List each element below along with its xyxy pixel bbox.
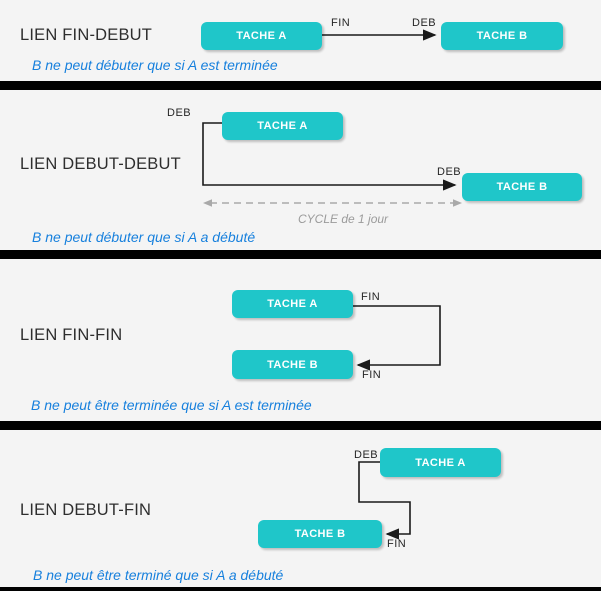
task-b-label: TACHE B <box>496 181 548 193</box>
link-to-label: FIN <box>387 538 407 550</box>
task-b-box: TACHE B <box>441 22 563 50</box>
section-caption: B ne peut être terminée que si A est ter… <box>31 397 312 413</box>
task-a-box: TACHE A <box>201 22 322 50</box>
task-a-box: TACHE A <box>380 448 501 477</box>
section-title-fin-debut: LIEN FIN-DEBUT <box>20 26 153 44</box>
section-title-fin-fin: LIEN FIN-FIN <box>20 326 123 344</box>
link-to-label: DEB <box>437 166 462 178</box>
task-b-box: TACHE B <box>258 520 382 548</box>
task-a-label: TACHE A <box>236 30 287 42</box>
link-from-label: DEB <box>354 449 379 461</box>
task-a-box: TACHE A <box>222 112 343 140</box>
link-to-label: FIN <box>362 369 382 381</box>
link-from-label: FIN <box>331 17 351 29</box>
section-divider <box>0 81 601 90</box>
task-a-label: TACHE A <box>267 298 318 310</box>
link-from-label: DEB <box>167 107 192 119</box>
task-a-label: TACHE A <box>415 456 466 469</box>
task-b-label: TACHE B <box>267 358 318 371</box>
section-divider <box>0 421 601 430</box>
section-caption: B ne peut être terminé que si A a débuté <box>33 567 284 583</box>
section-divider <box>0 587 601 591</box>
section-divider <box>0 250 601 259</box>
task-a-box: TACHE A <box>232 290 353 318</box>
section-title-debut-debut: LIEN DEBUT-DEBUT <box>20 155 181 173</box>
task-b-box: TACHE B <box>232 350 353 379</box>
fin-fin-arrow <box>353 305 441 371</box>
section-title-debut-fin: LIEN DEBUT-FIN <box>20 501 152 519</box>
cycle-note: CYCLE de 1 jour <box>298 212 389 226</box>
cycle-arrowhead-right-icon <box>453 199 462 207</box>
section-caption: B ne peut débuter que si A est terminée <box>32 57 278 73</box>
link-to-label: DEB <box>412 17 437 29</box>
task-a-label: TACHE A <box>257 120 308 132</box>
section-caption: B ne peut débuter que si A a débuté <box>32 229 256 245</box>
task-b-label: TACHE B <box>294 528 346 540</box>
task-b-box: TACHE B <box>462 173 582 201</box>
link-from-label: FIN <box>361 291 381 303</box>
task-b-label: TACHE B <box>476 30 528 42</box>
cycle-arrowhead-left-icon <box>203 199 212 207</box>
